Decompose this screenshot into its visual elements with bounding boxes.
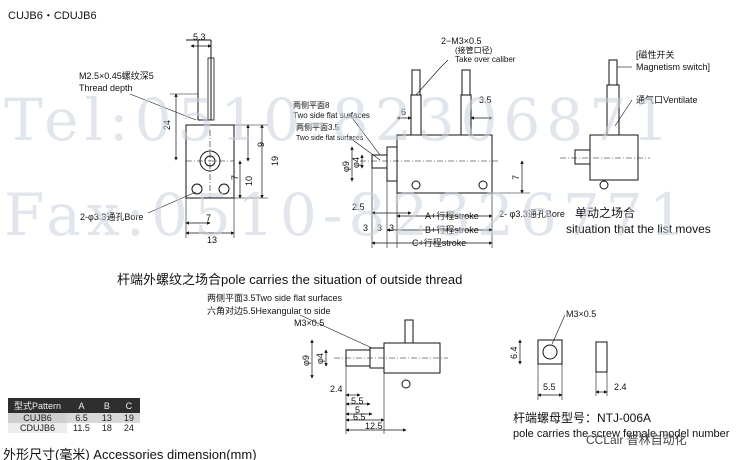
- watermark-tel: Tel:0510-82306871: [4, 86, 675, 154]
- front-bore-left: [191, 183, 203, 195]
- dim-3-b: 3: [377, 223, 382, 233]
- side-view: [349, 59, 530, 248]
- switch-cn: [磁性开关: [636, 49, 675, 60]
- side-bore-right: [478, 180, 488, 190]
- dim-2-4-thread: 2.4: [330, 384, 343, 394]
- dim-10: 10: [244, 176, 254, 186]
- nut-front: [537, 339, 563, 365]
- dim-b-stroke: B+行程stroke: [425, 224, 479, 235]
- brand-watermark: CCLair 普林自动化: [586, 433, 687, 447]
- dim-9: 9: [256, 142, 266, 147]
- dim-5-5-nut: 5.5: [543, 382, 556, 392]
- side-bore-left: [411, 180, 421, 190]
- front-bore-label: 2-φ3.3通孔Bore: [80, 212, 143, 222]
- switch-view: [560, 59, 650, 190]
- model-title: CUJB6・CDUJB6: [8, 10, 97, 22]
- flat8-cn: 两侧平面8: [293, 100, 330, 110]
- thread-view: [299, 314, 448, 434]
- dim-7-vertical: 7: [230, 175, 240, 180]
- table-cell: CUJB6: [8, 413, 68, 423]
- dim-phi9-thread: φ9: [301, 355, 311, 366]
- table-header-pattern: 型式Pattern: [8, 398, 68, 413]
- dim-phi9-side: φ9: [341, 161, 351, 172]
- dim-7-horizontal: 7: [206, 213, 211, 223]
- table-cell: 11.5: [73, 423, 90, 433]
- table-cell: 18: [101, 423, 112, 433]
- dim-6-4-nut: 6.4: [509, 346, 519, 359]
- nut-model-en: pole carries the screw female model numb…: [513, 428, 730, 440]
- table-header-c: C: [117, 398, 140, 413]
- port-en: Take over caliber: [455, 55, 516, 64]
- flat8-en: Two side flat surfaces: [293, 111, 370, 120]
- vent-label: 通气口Ventilate: [636, 94, 698, 105]
- table-header-b: B: [95, 398, 118, 413]
- table-row: CUJB6 6.5 13 19: [8, 413, 140, 423]
- thread-m3: M3×0.5: [294, 318, 324, 328]
- dim-phi4-thread: φ4: [315, 353, 325, 364]
- table-row: CDUJB6 11.5 18 24: [8, 423, 140, 433]
- side-bore-label: 2- φ3.3通孔Bore: [499, 209, 565, 219]
- table-header-a: A: [67, 398, 96, 413]
- dim-3-c: 3: [389, 223, 394, 233]
- thread-depth-en: Thread depth: [79, 83, 133, 93]
- pattern-table: 型式Pattern A B C CUJB6 6.5 13 19 CDUJB6 1…: [8, 398, 140, 433]
- table-cell: 6.5: [67, 413, 96, 423]
- thread-hex-label: 六角对边5.5Hexangular to side: [207, 305, 331, 316]
- nut-side: [595, 341, 608, 373]
- dim-12-5-thread: 12.5: [365, 421, 383, 431]
- dim-24: 24: [162, 120, 172, 130]
- dim-5-thread: 5: [355, 405, 360, 415]
- thread-depth-cn: M2.5×0.45螺纹深5: [79, 70, 154, 81]
- flat35-en: Two side flat surfaces: [296, 135, 364, 142]
- watermark-fax: Fax:0510-82326771: [4, 181, 692, 249]
- nut-view: [518, 314, 608, 400]
- nut-m3: M3×0.5: [566, 309, 596, 319]
- dim-a-stroke: A+行程stroke: [425, 210, 479, 221]
- port-label: 2−M3×0.5: [441, 36, 482, 46]
- dimension-caption: 外形尺寸(毫米) Accessories dimension(mm): [3, 447, 257, 460]
- dim-5-3: 5.3: [193, 32, 206, 42]
- table-cell: CDUJB6: [8, 423, 68, 433]
- dim-phi4-side: φ4: [351, 157, 361, 168]
- dim-5-5-thread: 5.5: [351, 396, 364, 406]
- table-cell: 19: [117, 413, 140, 423]
- dim-19: 19: [270, 156, 280, 166]
- dim-6: 6: [401, 107, 406, 117]
- dim-3-5: 3.5: [479, 95, 492, 105]
- dim-6-5-thread: 6.5: [353, 412, 366, 422]
- dim-13: 13: [207, 235, 217, 245]
- port-cn: (接管口径): [455, 45, 493, 55]
- single-acting-en: situation that the list moves: [566, 222, 711, 236]
- front-bore-right: [218, 183, 230, 195]
- single-acting-cn: 单动之场合: [575, 205, 635, 220]
- switch-en: Magnetism switch]: [636, 62, 710, 72]
- table-header-row: 型式Pattern A B C: [8, 398, 140, 413]
- front-view: [129, 39, 268, 238]
- table-cell: 24: [123, 423, 134, 433]
- dim-3-a: 3: [363, 223, 368, 233]
- dim-2-5-side: 2.5: [352, 202, 365, 212]
- flat35-cn: 两侧平面3.5: [296, 122, 340, 132]
- dim-2-4-nut: 2.4: [614, 382, 627, 392]
- nut-model-cn: 杆端螺母型号：NTJ-006A: [513, 411, 651, 425]
- thread-flat-label: 两侧平面3.5Two side flat surfaces: [207, 292, 343, 303]
- table-cell: 13: [95, 413, 118, 423]
- thread-section-heading: 杆端外螺纹之场合pole carries the situation of ou…: [117, 272, 462, 287]
- dim-c-stroke: C+行程stroke: [412, 237, 466, 248]
- dim-7-side: 7: [511, 175, 521, 180]
